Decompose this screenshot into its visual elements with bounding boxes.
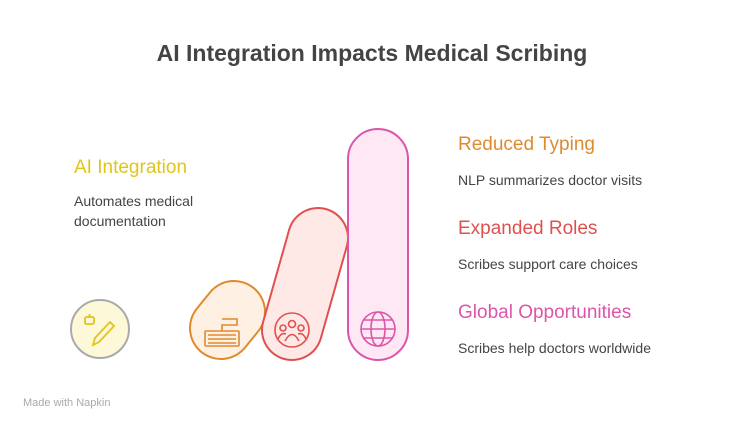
- made-with-napkin-footer: Made with Napkin: [23, 397, 110, 409]
- global-opportunities-pill: [347, 128, 409, 361]
- footer-text: Made with Napkin: [23, 397, 111, 409]
- robot-pencil-icon: [84, 314, 116, 347]
- reduced-typing-pill: [189, 280, 266, 360]
- globe-icon: [360, 311, 396, 347]
- expanded-roles-desc: Scribes support care choices: [458, 256, 638, 272]
- keyboard-icon: [204, 318, 240, 347]
- ai-integration-circle: [70, 299, 130, 359]
- reduced-typing-desc: NLP summarizes doctor visits: [458, 172, 643, 188]
- page-title: AI Integration Impacts Medical Scribing: [156, 40, 588, 66]
- expanded-roles-title: Expanded Roles: [458, 218, 598, 239]
- global-opportunities-title: Global Opportunities: [458, 302, 632, 323]
- expanded-roles-pill: [261, 207, 349, 361]
- group-icon: [274, 312, 310, 348]
- ai-integration-title: AI Integration: [74, 157, 188, 178]
- ai-integration-desc: Automates medical documentation: [74, 193, 194, 229]
- reduced-typing-title: Reduced Typing: [458, 134, 595, 155]
- global-opportunities-desc: Scribes help doctors worldwide: [458, 340, 651, 356]
